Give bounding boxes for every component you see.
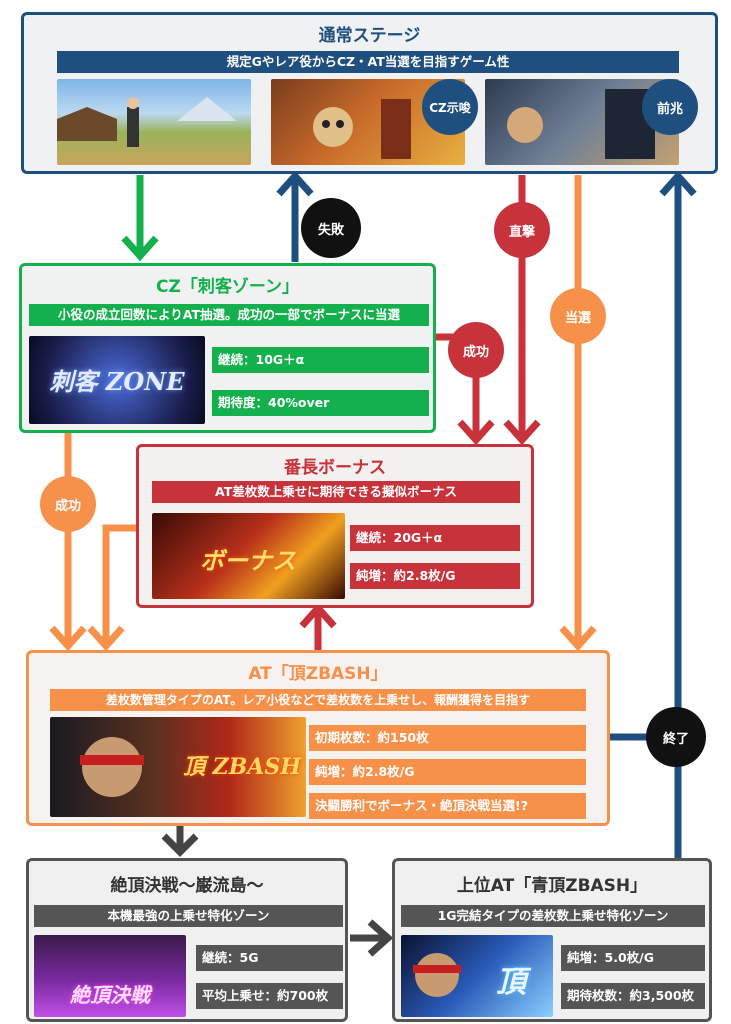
label-fail: 失敗 <box>301 198 361 258</box>
cz-zone-image: 刺客 ZONE <box>29 336 205 424</box>
zetcho-image: 絶頂決戦 <box>34 935 186 1017</box>
normal-stage-title: 通常ステージ <box>318 26 421 46</box>
at-title: AT「頂ZBASH」 <box>248 664 388 684</box>
normal-stage-subtitle: 規定Gやレア役からCZ・AT当選を目指すゲーム性 <box>57 51 679 73</box>
zencho-badge: 前兆 <box>642 79 698 135</box>
normal-stage-box: 通常ステージ 規定Gやレア役からCZ・AT当選を目指すゲーム性 CZ示唆 前兆 <box>21 12 718 174</box>
arrow-at-to-bonus <box>299 602 337 650</box>
character-scene-icon <box>313 99 411 159</box>
ao-zbash-title: 上位AT「青頂ZBASH」 <box>456 876 648 896</box>
label-direct: 直撃 <box>494 202 550 258</box>
zetcho-avg-add: 平均上乗せ：約700枚 <box>196 983 343 1009</box>
cz-title: CZ「刺客ゾーン」 <box>156 277 299 297</box>
bonus-duration: 継続：20G＋α <box>350 525 520 551</box>
ao-zbash-expected: 期待枚数：約3,500枚 <box>561 983 705 1009</box>
bonus-net-increase: 純増：約2.8枚/G <box>350 563 520 589</box>
zetcho-logo: 絶頂決戦 <box>70 983 150 1007</box>
bonus-box: 番長ボーナス AT差枚数上乗せに期待できる擬似ボーナス ボーナス 継続：20G＋… <box>136 444 534 608</box>
arrow-cz-success-to-at <box>49 432 87 652</box>
village-scene-icon <box>57 97 237 147</box>
normal-stage-image-village <box>57 79 251 165</box>
at-subtitle: 差枚数管理タイプのAT。レア小役などで差枚数を上乗せし、報酬獲得を目指す <box>50 689 586 711</box>
at-box: AT「頂ZBASH」 差枚数管理タイプのAT。レア小役などで差枚数を上乗せし、報… <box>26 650 610 826</box>
at-net-increase: 純増：約2.8枚/G <box>309 759 586 785</box>
at-image: 頂 ZBASH <box>50 717 306 817</box>
label-end: 終了 <box>646 707 706 767</box>
arrow-normal-to-cz <box>121 175 159 262</box>
ao-zbash-net-increase: 純増：5.0枚/G <box>561 945 705 971</box>
arrow-zetcho-to-ao <box>350 919 394 957</box>
arrow-normal-win-to-at <box>559 175 597 652</box>
arrow-at-to-zetcho <box>161 826 199 857</box>
zetcho-box: 絶頂決戦〜巌流島〜 本機最強の上乗せ特化ゾーン 絶頂決戦 継続：5G 平均上乗せ… <box>26 858 348 1022</box>
label-success-bonus: 成功 <box>448 322 504 378</box>
zetcho-title: 絶頂決戦〜巌流島〜 <box>110 876 264 896</box>
ao-zbash-subtitle: 1G完結タイプの差枚数上乗せ特化ゾーン <box>401 905 705 927</box>
at-duel-note: 決闘勝利でボーナス・絶頂決戦当選!? <box>309 793 586 819</box>
arrow-bonus-to-at <box>87 524 138 652</box>
at-character-icon <box>80 737 144 797</box>
cz-zone-logo: 刺客 ZONE <box>49 367 185 396</box>
at-initial-coins: 初期枚数：約150枚 <box>309 725 586 751</box>
ao-character-icon <box>413 953 461 997</box>
arrow-cz-fail-to-normal <box>276 170 314 262</box>
cz-duration: 継続：10G＋α <box>212 347 429 373</box>
cz-hint-badge: CZ示唆 <box>422 79 478 135</box>
at-logo: 頂 ZBASH <box>182 754 302 780</box>
label-success-at: 成功 <box>40 476 96 532</box>
bonus-subtitle: AT差枚数上乗せに期待できる擬似ボーナス <box>152 481 520 503</box>
bonus-title: 番長ボーナス <box>284 458 386 478</box>
cz-box: CZ「刺客ゾーン」 小役の成立回数によりAT抽選。成功の一部でボーナスに当選 刺… <box>19 263 436 433</box>
bonus-image: ボーナス <box>152 513 345 599</box>
ao-zbash-box: 上位AT「青頂ZBASH」 1G完結タイプの差枚数上乗せ特化ゾーン 頂 純増：5… <box>392 858 712 1022</box>
cz-expectation: 期待度：40%over <box>212 390 429 416</box>
bonus-logo: ボーナス <box>200 546 296 575</box>
zetcho-duration: 継続：5G <box>196 945 343 971</box>
zetcho-subtitle: 本機最強の上乗せ特化ゾーン <box>34 905 343 927</box>
cz-subtitle: 小役の成立回数によりAT抽選。成功の一部でボーナスに当選 <box>29 304 429 326</box>
ao-zbash-logo: 頂 <box>496 965 526 1000</box>
label-win-at: 当選 <box>550 288 606 344</box>
ao-zbash-image: 頂 <box>401 935 553 1017</box>
